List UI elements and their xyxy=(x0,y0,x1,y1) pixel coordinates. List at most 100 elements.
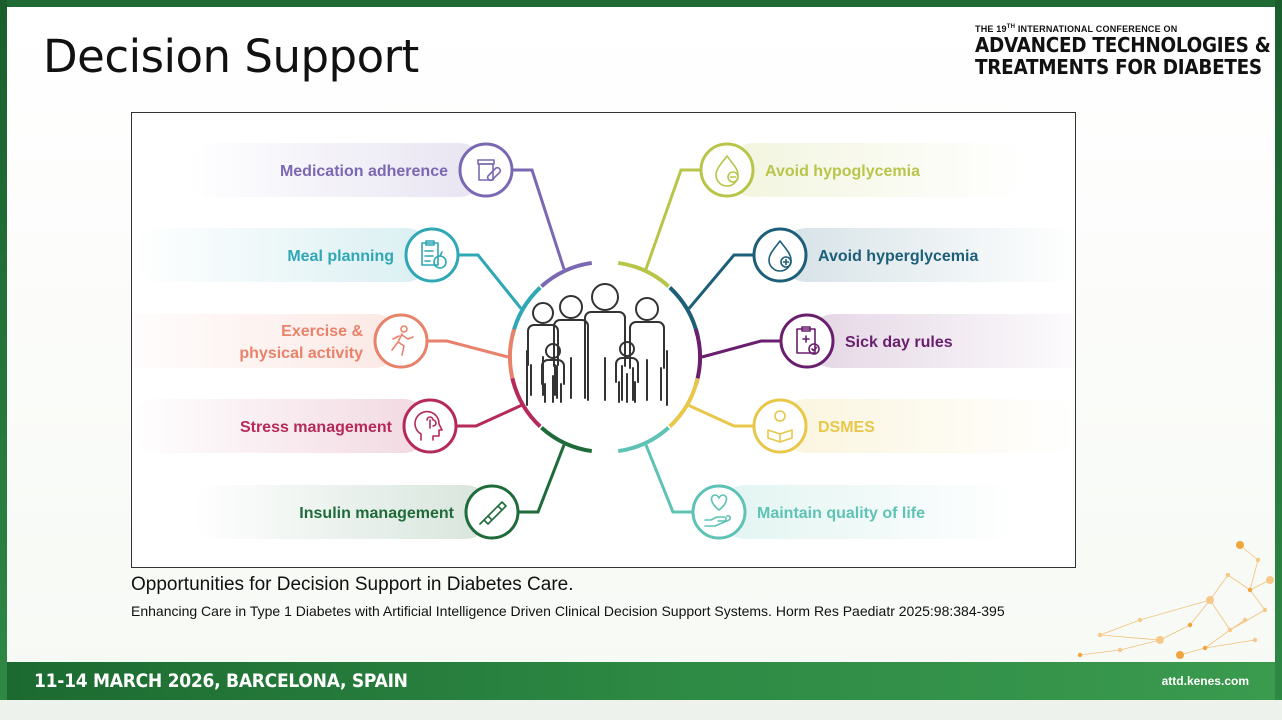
footer-date-location: 11-14 MARCH 2026, BARCELONA, SPAIN xyxy=(34,670,408,692)
diagram-item: Insulin management xyxy=(192,444,566,540)
figure-citation: Enhancing Care in Type 1 Diabetes with A… xyxy=(131,603,1005,619)
droplet-minus-icon xyxy=(715,155,739,187)
network-dot xyxy=(1187,622,1193,628)
item-connector xyxy=(458,253,523,310)
network-line xyxy=(1204,629,1231,649)
item-band xyxy=(727,143,1027,197)
diagram-item: Medication adherence xyxy=(186,142,566,270)
item-label: Insulin management xyxy=(299,505,454,522)
item-band xyxy=(719,485,1019,539)
item-label: Avoid hypoglycemia xyxy=(765,163,920,180)
figure-caption: Opportunities for Decision Support in Di… xyxy=(131,574,574,595)
item-label: Sick day rules xyxy=(845,334,953,351)
network-line xyxy=(1159,624,1191,641)
item-connector xyxy=(688,404,754,428)
item-band xyxy=(186,143,486,197)
frame-left xyxy=(0,0,7,720)
network-line xyxy=(1249,559,1259,591)
head-brain-icon xyxy=(414,410,443,441)
network-line xyxy=(1209,599,1231,631)
diagram-item: Maintain quality of life xyxy=(644,444,1019,540)
conference-prefix: THE 19 xyxy=(975,24,1007,34)
ring-segment xyxy=(540,426,593,454)
clipboard-medical-icon xyxy=(796,326,820,355)
item-label-line: Maintain quality of life xyxy=(757,505,925,522)
item-connector xyxy=(518,444,566,514)
ring-segment xyxy=(510,377,542,428)
frame-right xyxy=(1275,0,1282,720)
frame-top xyxy=(0,0,1282,7)
item-connector xyxy=(427,339,509,359)
item-label: Avoid hyperglycemia xyxy=(818,248,978,265)
network-line xyxy=(1229,609,1266,631)
item-icon-circle xyxy=(458,142,514,198)
network-dot xyxy=(1247,587,1253,593)
diagram-item: Avoid hyperglycemia xyxy=(687,227,1074,310)
diagram-item: Stress management xyxy=(132,398,522,454)
network-line xyxy=(1099,634,1161,641)
item-label-line: Stress management xyxy=(240,419,393,436)
network-line xyxy=(1249,589,1266,611)
item-label-line: Medication adherence xyxy=(280,163,448,180)
network-dot xyxy=(1236,541,1244,549)
network-line xyxy=(1119,639,1161,651)
conference-name-line2: TREATMENTS FOR DIABETES xyxy=(975,55,1262,79)
reading-person-icon xyxy=(767,410,793,443)
network-dot xyxy=(1137,617,1143,623)
item-band xyxy=(132,399,430,453)
ring-segment xyxy=(668,377,700,428)
network-dot xyxy=(1176,651,1184,659)
item-connector xyxy=(512,168,566,270)
item-label-line: DSMES xyxy=(818,419,875,436)
item-icon-circle xyxy=(752,227,808,283)
footer-bar: 11-14 MARCH 2026, BARCELONA, SPAIN attd.… xyxy=(7,662,1275,700)
network-dot xyxy=(1156,636,1164,644)
footer-url[interactable]: attd.kenes.com xyxy=(1161,674,1249,688)
network-line xyxy=(1139,599,1211,621)
item-band xyxy=(132,228,432,282)
network-dot xyxy=(1206,596,1214,604)
conference-suffix: INTERNATIONAL CONFERENCE ON xyxy=(1015,24,1178,34)
ring-segment xyxy=(617,260,670,288)
pill-bottle-icon xyxy=(477,159,502,182)
bottom-strip xyxy=(0,700,1282,720)
conference-name-line1: ADVANCED TECHNOLOGIES & xyxy=(975,33,1271,57)
item-label: Stress management xyxy=(240,419,393,436)
item-icon-circle xyxy=(373,313,429,369)
diagram-item: Meal planning xyxy=(132,227,523,310)
item-band xyxy=(132,314,401,368)
item-label-line: Insulin management xyxy=(299,505,454,522)
ring-segment xyxy=(540,260,593,288)
network-line xyxy=(1189,599,1211,626)
running-person-icon xyxy=(391,325,414,356)
meal-plan-icon xyxy=(421,240,447,269)
item-label-line: Avoid hyperglycemia xyxy=(818,248,978,265)
item-connector xyxy=(644,444,693,514)
item-label: DSMES xyxy=(818,419,875,436)
network-dot xyxy=(1242,617,1248,623)
item-label: Meal planning xyxy=(287,248,394,265)
item-icon-circle xyxy=(752,398,808,454)
item-label-line: physical activity xyxy=(239,345,363,362)
conference-logo: THE 19TH INTERNATIONAL CONFERENCE ON ADV… xyxy=(975,24,1282,78)
insulin-pen-icon xyxy=(479,501,507,525)
network-dot xyxy=(1097,632,1103,638)
item-band xyxy=(780,228,1074,282)
network-line xyxy=(1209,574,1229,601)
item-band xyxy=(780,399,1074,453)
droplet-plus-icon xyxy=(768,240,792,272)
network-line xyxy=(1229,619,1246,631)
network-dot xyxy=(1227,627,1233,633)
network-dot xyxy=(1202,645,1208,651)
item-connector xyxy=(701,339,781,359)
network-line xyxy=(1204,639,1256,649)
network-line xyxy=(1179,647,1206,656)
item-band xyxy=(192,485,492,539)
item-label-line: Meal planning xyxy=(287,248,394,265)
item-band xyxy=(807,314,1074,368)
network-line xyxy=(1079,649,1121,656)
item-label-line: Sick day rules xyxy=(845,334,953,351)
network-line xyxy=(1099,619,1141,636)
